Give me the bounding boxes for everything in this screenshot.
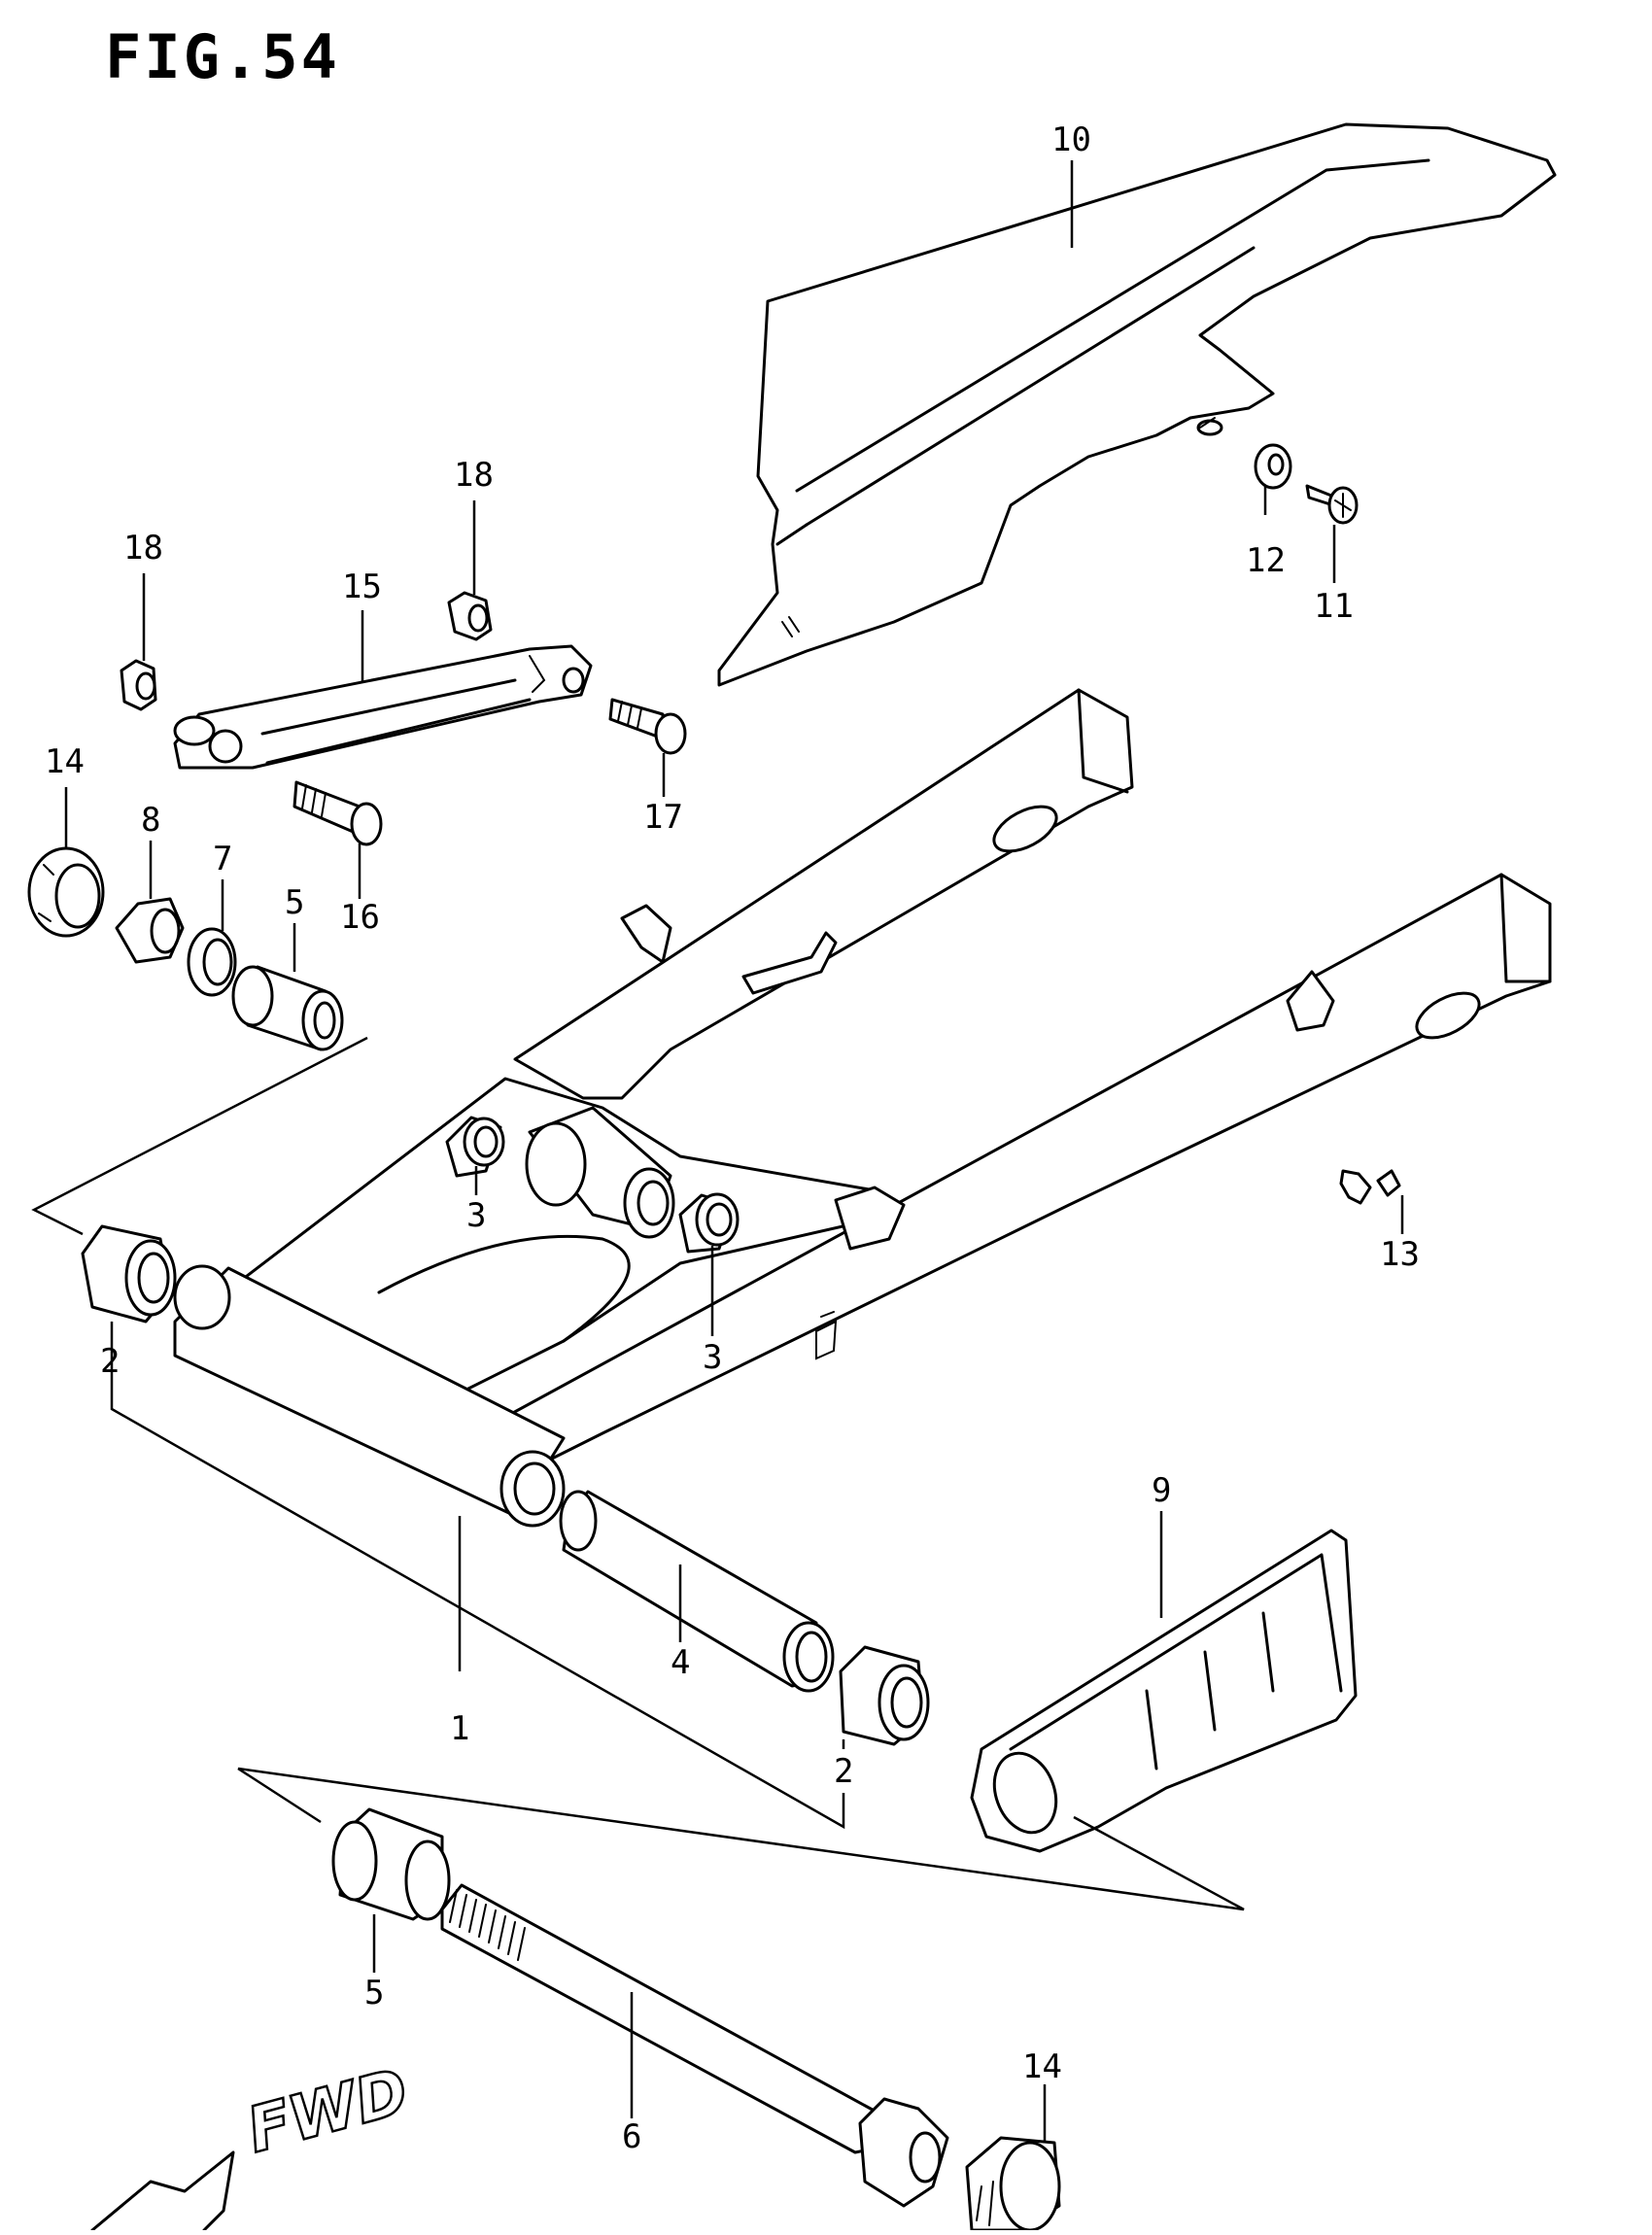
callout-10: 10 — [1051, 120, 1091, 159]
bolt-part-lower — [293, 780, 383, 846]
callout-3-upper: 3 — [466, 1196, 486, 1235]
figure-title: FIG.54 — [105, 21, 340, 92]
callout-2-left: 2 — [100, 1342, 120, 1381]
cap-part-lower — [965, 2136, 1061, 2232]
callout-12: 12 — [1246, 541, 1286, 580]
callout-17: 17 — [643, 798, 683, 837]
callout-18-left: 18 — [123, 529, 163, 567]
chain-buffer-part — [970, 1529, 1358, 1853]
callout-3-lower: 3 — [703, 1338, 722, 1377]
callout-1: 1 — [450, 1709, 469, 1748]
callout-9: 9 — [1152, 1471, 1171, 1510]
callout-6: 6 — [622, 2117, 641, 2156]
callout-7: 7 — [213, 840, 232, 878]
rivet-part — [1339, 1169, 1401, 1205]
bearing-part-left — [81, 1224, 177, 1324]
callout-15: 15 — [342, 567, 382, 606]
callout-2-right: 2 — [834, 1752, 853, 1791]
callout-4: 4 — [671, 1643, 690, 1682]
bushing-part-lower — [678, 1192, 740, 1254]
guide-lines — [31, 1036, 1245, 1911]
chain-case-part — [717, 122, 1557, 687]
nut-part-top — [447, 591, 493, 641]
pivot-shaft-part — [440, 1883, 949, 2208]
cap-part-upper — [27, 846, 105, 938]
fwd-label: FWD — [240, 2056, 416, 2168]
screw-part — [1305, 484, 1359, 525]
callout-13: 13 — [1380, 1235, 1420, 1274]
callout-14-upper: 14 — [45, 742, 85, 781]
nut-part-left — [120, 659, 157, 711]
washer-part-pivot — [187, 927, 237, 997]
callout-14-lower: 14 — [1022, 2047, 1062, 2086]
callout-labels: 10 12 11 18 18 15 17 16 14 8 7 5 3 3 13 … — [45, 120, 1420, 2156]
bolt-part-upper — [608, 698, 687, 755]
callout-11: 11 — [1314, 587, 1354, 626]
spacer-tube-part — [559, 1490, 835, 1693]
callout-leaders — [64, 160, 1404, 2143]
pivot-nut-part — [115, 897, 185, 964]
forward-direction-arrow: FWD — [90, 2054, 417, 2232]
collar-part-upper — [231, 965, 344, 1051]
collar-part-lower — [331, 1807, 451, 1921]
arrow-icon — [90, 2150, 235, 2232]
callout-8: 8 — [141, 801, 160, 840]
swingarm-part — [173, 688, 1552, 1528]
torque-link-part — [173, 644, 593, 770]
washer-part — [1254, 443, 1292, 490]
callout-5-upper: 5 — [285, 883, 304, 922]
callout-5-lower: 5 — [364, 1974, 384, 2012]
bushing-part-upper — [445, 1116, 505, 1178]
callout-16: 16 — [340, 898, 380, 937]
bearing-part-right — [839, 1645, 930, 1746]
callout-18-top: 18 — [454, 456, 494, 495]
